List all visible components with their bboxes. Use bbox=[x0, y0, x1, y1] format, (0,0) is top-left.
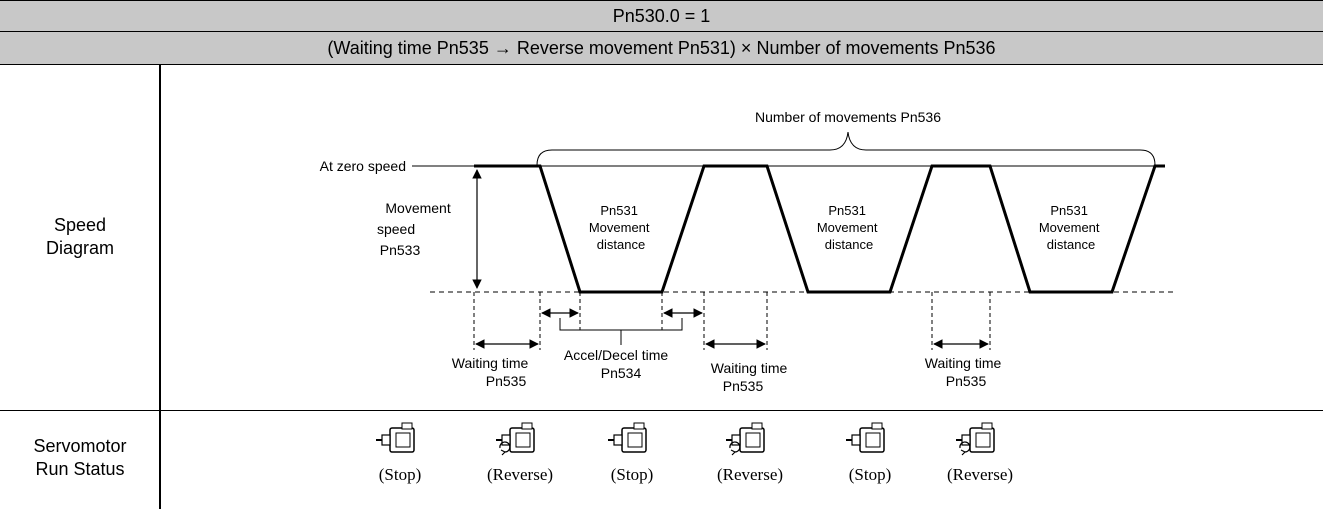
status-reverse-1: (Reverse) bbox=[465, 422, 575, 485]
speed-diagram-label: Speed Diagram bbox=[45, 215, 115, 258]
row-divider bbox=[0, 410, 1323, 411]
servomotor-reverse-icon bbox=[496, 422, 535, 456]
servomotor-reverse-icon bbox=[726, 422, 765, 456]
num-movements-label: Number of movements Pn536 bbox=[755, 109, 941, 125]
movement-distance-label-2: Pn531 Movement distance bbox=[817, 203, 881, 252]
table-title: Pn530.0 = 1 bbox=[0, 0, 1323, 32]
column-divider bbox=[159, 65, 161, 509]
zero-speed-label: At zero speed bbox=[320, 158, 406, 174]
movement-count-brace bbox=[536, 131, 1156, 166]
formula-text: (Waiting time Pn535 → Reverse movement P… bbox=[327, 38, 996, 58]
status-reverse-2: (Reverse) bbox=[695, 422, 805, 485]
waiting-time-label-3: Waiting time Pn535 bbox=[925, 355, 1005, 389]
servomotor-icon bbox=[376, 422, 415, 453]
accel-bracket bbox=[559, 318, 683, 345]
status-stop-3: (Stop) bbox=[815, 422, 925, 485]
servomotor-icon bbox=[846, 422, 885, 453]
movement-distance-label-3: Pn531 Movement distance bbox=[1039, 203, 1103, 252]
movement-speed-label: Movement speed Pn533 bbox=[377, 200, 455, 258]
speed-profile-line bbox=[474, 164, 1165, 294]
servomotor-icon bbox=[608, 422, 647, 453]
status-reverse-3: (Reverse) bbox=[925, 422, 1035, 485]
waiting-time-label-2: Waiting time Pn535 bbox=[711, 360, 791, 394]
movement-distance-label-1: Pn531 Movement distance bbox=[589, 203, 653, 252]
title-text: Pn530.0 = 1 bbox=[612, 6, 711, 26]
formula-header: (Waiting time Pn535 → Reverse movement P… bbox=[0, 32, 1323, 65]
servomotor-status-label: Servomotor Run Status bbox=[33, 436, 127, 479]
status-stop-1: (Stop) bbox=[345, 422, 455, 485]
speed-diagram: Number of movements Pn536 At zero speed … bbox=[320, 109, 1175, 394]
servomotor-reverse-icon bbox=[956, 422, 995, 456]
status-stop-2: (Stop) bbox=[577, 422, 687, 485]
waiting-time-label-1: Waiting time Pn535 bbox=[452, 355, 532, 389]
accel-decel-label: Accel/Decel time Pn534 bbox=[564, 347, 672, 381]
